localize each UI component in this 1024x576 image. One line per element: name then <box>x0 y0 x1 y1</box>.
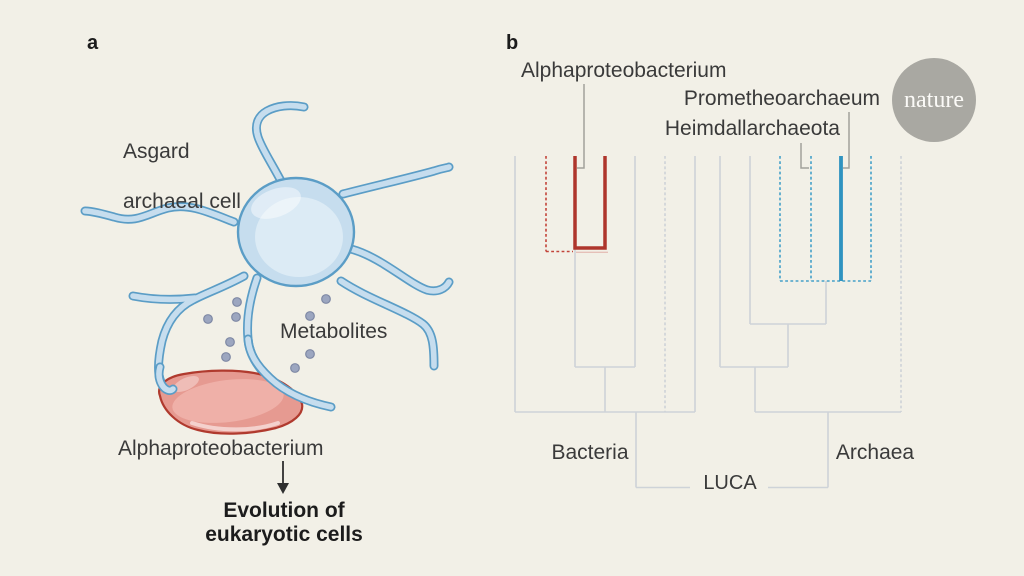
metabolite-dot <box>203 314 213 324</box>
cell-highlight <box>251 187 301 219</box>
alphaproteobacterium-pointer <box>577 84 585 169</box>
clade-label-bacteria: Bacteria <box>551 441 629 464</box>
clade-label-archaea: Archaea <box>835 441 915 464</box>
nature-logo: nature <box>892 58 976 142</box>
metabolite-dot <box>231 312 241 322</box>
red-dashed-lineage <box>545 156 573 253</box>
prometheoarchaeum-pointer <box>843 112 850 169</box>
metabolite-dot <box>225 337 235 347</box>
metabolite-dot <box>321 294 331 304</box>
taxon-label-heimdallarchaeota: Heimdallarchaeota <box>664 117 840 140</box>
bacterium-inner <box>172 379 284 423</box>
dashed-gray-lineages <box>664 156 902 412</box>
panel-label-b: b <box>506 32 519 54</box>
bacteria-branches <box>514 156 696 488</box>
metabolite-dot <box>290 363 300 373</box>
metabolite-dot <box>221 352 231 362</box>
cell-inner-region <box>255 197 343 277</box>
heimdallarchaeota-dashed-clade <box>779 156 872 282</box>
panel-label-a: a <box>87 32 99 54</box>
bacterium-highlight <box>190 421 280 432</box>
asgard-cell-illustration <box>80 101 454 494</box>
alphaproteobacterium-branch <box>573 156 607 250</box>
evolution-label: Evolution of eukaryotic cells <box>205 499 363 546</box>
alphaproteobacterium-cell <box>158 369 304 435</box>
evolution-arrow <box>277 461 289 494</box>
metabolite-dot <box>305 311 315 321</box>
metabolites-label: Metabolites <box>280 320 388 343</box>
cell-body <box>236 176 356 288</box>
metabolite-dot <box>305 349 315 359</box>
taxon-label-alphaproteobacterium: Alphaproteobacterium <box>521 59 727 82</box>
taxon-label-prometheoarchaeum: Prometheoarchaeum <box>683 87 880 110</box>
metabolite-dots <box>203 294 331 373</box>
metabolite-dot <box>232 297 242 307</box>
bacterium-label: Alphaproteobacterium <box>118 437 324 460</box>
label-pointer-lines <box>577 84 850 169</box>
root-label-luca: LUCA <box>703 472 757 494</box>
asgard-cell-label: Asgard archaeal cell <box>123 140 241 213</box>
archaea-branches <box>719 156 901 488</box>
arrow-head-icon <box>277 483 289 494</box>
cell-tentacles-front <box>154 334 336 412</box>
bacterium-shine <box>173 375 199 393</box>
nature-logo-text: nature <box>904 86 964 113</box>
heimdallarchaeota-pointer <box>800 143 809 169</box>
tentacle-lower-left <box>154 271 249 387</box>
phylogenetic-tree <box>514 84 902 489</box>
